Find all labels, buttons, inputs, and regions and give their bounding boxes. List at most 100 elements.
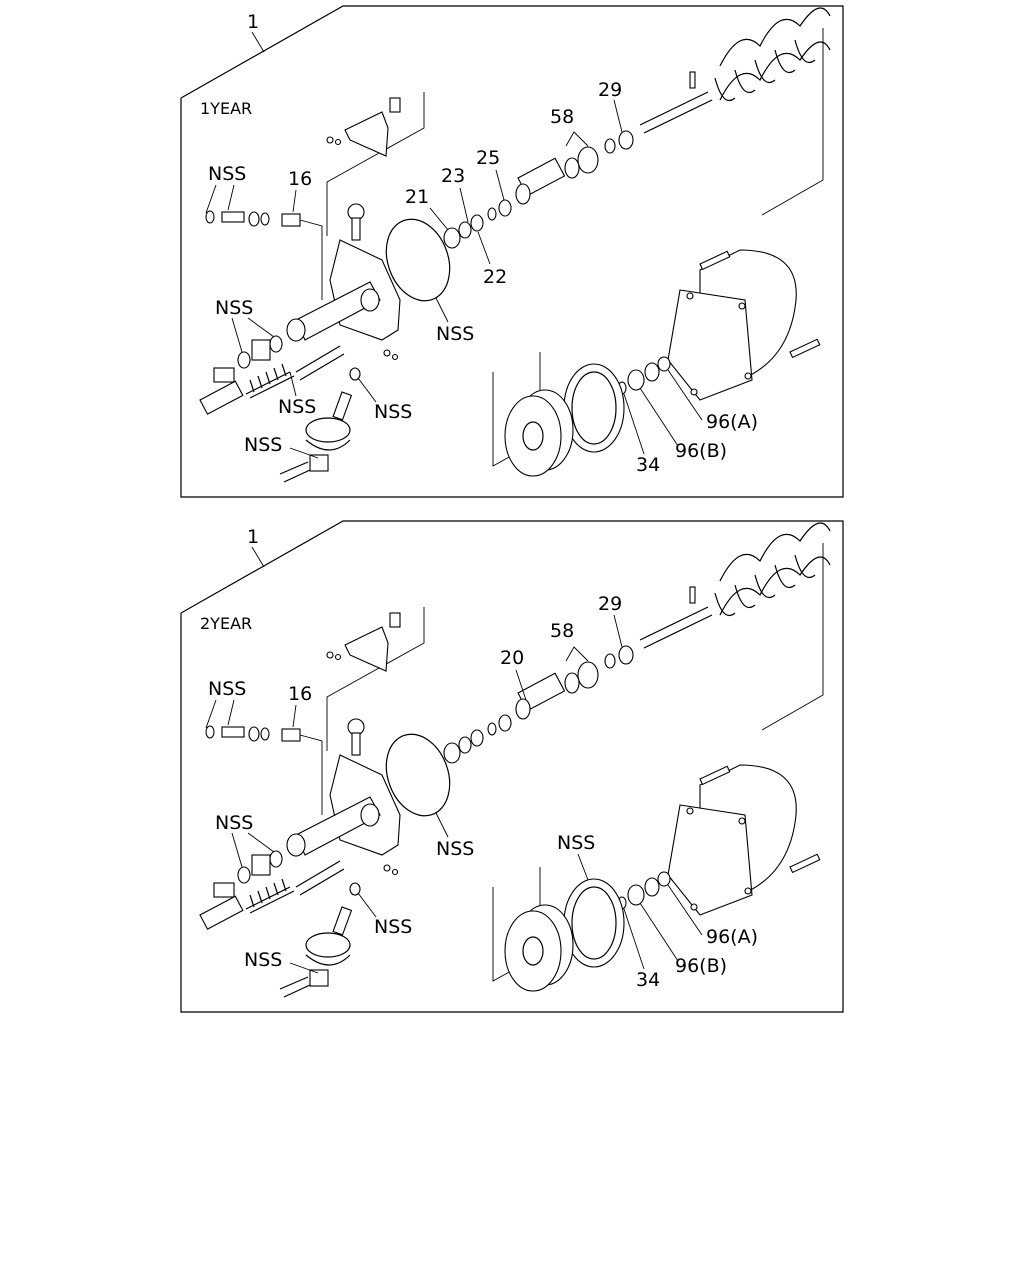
label-58: 58 (550, 106, 574, 128)
leader-nss-f (435, 297, 449, 323)
fittings-lower (199, 335, 345, 415)
washer-96b (644, 362, 660, 382)
push-rod (639, 586, 713, 649)
part-21 (443, 227, 461, 249)
label-assembly: 1 (247, 11, 259, 33)
gasket-ring (385, 218, 451, 302)
label-34: 34 (636, 454, 660, 476)
label-nss-a: NSS (208, 163, 246, 185)
panel-frame (180, 5, 844, 498)
leader-25 (495, 169, 505, 201)
label-nss-e: NSS (244, 949, 282, 971)
leader-nss-d (357, 892, 377, 918)
leader-nss-e (289, 962, 319, 974)
label-96a: 96(A) (706, 926, 758, 948)
leader-16 (292, 704, 297, 728)
fittings-upper (205, 725, 301, 742)
diaphragm (563, 878, 625, 968)
panel-2year: 1 2YEAR (180, 520, 844, 1013)
panel-frame (180, 520, 844, 1013)
label-nss-d: NSS (374, 401, 412, 423)
label-29: 29 (598, 593, 622, 615)
label-25: 25 (476, 147, 500, 169)
leader-assembly (251, 546, 265, 568)
leader-29 (613, 614, 623, 648)
label-34: 34 (636, 969, 660, 991)
leader-nss-b2 (247, 317, 275, 338)
bolt-dot (383, 349, 391, 357)
leader-nss-b (231, 832, 243, 868)
leader-96b (639, 902, 679, 962)
piston-plate (504, 904, 574, 992)
piston-20 (515, 672, 566, 720)
leader-22 (477, 231, 491, 265)
diaphragm-inner (571, 886, 617, 960)
leader-58 (565, 131, 589, 147)
leader-nss-g (577, 853, 589, 881)
washer (604, 653, 616, 669)
part-small-c (458, 736, 472, 754)
seal-29 (618, 130, 634, 150)
bracket (326, 612, 401, 672)
leader-16-line (299, 219, 323, 300)
diaphragm (563, 363, 625, 453)
switch-harness (279, 391, 353, 483)
switch-harness (279, 906, 353, 998)
leader-nss-a (205, 699, 217, 729)
diaphragm-inner (571, 371, 617, 445)
bracket (326, 97, 401, 157)
part-23 (458, 221, 472, 239)
leader-23 (459, 187, 469, 223)
booster-housing (667, 764, 821, 916)
label-58: 58 (550, 620, 574, 642)
leader-16 (292, 189, 297, 213)
leader-96a (667, 369, 703, 421)
push-rod (639, 71, 713, 134)
gasket-ring (385, 733, 451, 817)
master-body (286, 718, 401, 857)
label-nss-a: NSS (208, 678, 246, 700)
leader-34 (623, 908, 645, 970)
part-small-d (443, 742, 461, 764)
outline-left (326, 92, 425, 236)
leader-nss-a2 (227, 699, 235, 726)
master-body (286, 203, 401, 342)
leader-nss-a2 (227, 184, 235, 211)
leader-nss-e (289, 447, 319, 459)
label-nss-d: NSS (374, 916, 412, 938)
label-nss-e: NSS (244, 434, 282, 456)
label-22: 22 (483, 266, 507, 288)
spacer (487, 207, 497, 221)
washer-96 (627, 369, 645, 391)
label-nss-c: NSS (278, 396, 316, 418)
label-16: 16 (288, 168, 312, 190)
leader-29 (613, 99, 623, 133)
leader-96b (639, 387, 679, 447)
leader-20 (515, 669, 527, 701)
label-nss-f: NSS (436, 838, 474, 860)
leader-21 (429, 207, 449, 231)
leader-16-line (299, 734, 323, 815)
washer-96b (644, 877, 660, 897)
label-assembly: 1 (247, 526, 259, 548)
nut-96a (657, 871, 671, 887)
year-label: 2YEAR (200, 614, 252, 633)
label-96a: 96(A) (706, 411, 758, 433)
seal-29 (618, 645, 634, 665)
washer (604, 138, 616, 154)
washer-96 (627, 884, 645, 906)
piston-cup-58 (577, 661, 599, 689)
leader-34 (623, 393, 645, 455)
part-25 (498, 199, 512, 217)
label-nss-f: NSS (436, 323, 474, 345)
label-16: 16 (288, 683, 312, 705)
leader-nss-f (435, 812, 449, 838)
panel-1year: 1 1YEAR (180, 5, 844, 498)
bolt-dot-2 (391, 868, 399, 876)
label-96b: 96(B) (675, 440, 727, 462)
leader-nss-c (289, 371, 297, 397)
label-23: 23 (441, 165, 465, 187)
leader-58 (565, 646, 589, 662)
return-spring (714, 7, 831, 102)
bolt-dot (383, 864, 391, 872)
